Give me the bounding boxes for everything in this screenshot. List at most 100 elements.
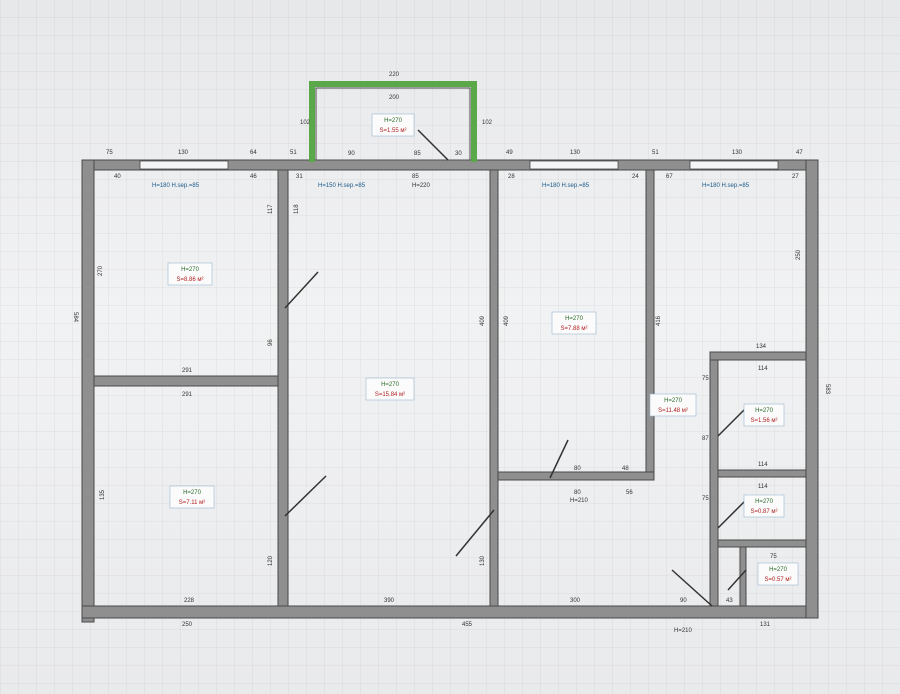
wall-living-right bbox=[489, 169, 499, 607]
dim-bath-h: 75 bbox=[702, 376, 709, 382]
dim-top-c: 64 bbox=[250, 150, 257, 156]
window-2 bbox=[529, 160, 619, 170]
wall-left-vertical bbox=[277, 169, 289, 607]
dim-inner-top-f: 24 bbox=[632, 174, 639, 180]
dim-bottom-d: 90 bbox=[680, 598, 687, 604]
wall-toilet-bottom bbox=[717, 539, 807, 548]
dim-inner-top-c: 31 bbox=[296, 174, 303, 180]
window-label-3: H=180 H.sep.=85 bbox=[542, 183, 590, 189]
door-closet bbox=[727, 569, 747, 591]
wall-room-bottom bbox=[497, 471, 655, 481]
room-label-frame bbox=[551, 311, 597, 335]
dim-balcony-right: 102 bbox=[482, 120, 493, 126]
dim-top-g: 51 bbox=[652, 150, 659, 156]
room-height: H=270 bbox=[755, 408, 774, 414]
door-top-left bbox=[284, 271, 319, 309]
room-height: H=270 bbox=[664, 398, 683, 404]
room-height: H=270 bbox=[384, 118, 403, 124]
dim-balcony-bottom-b: 85 bbox=[414, 151, 421, 157]
room-label-frame bbox=[365, 377, 415, 401]
dim-right-h: 409 bbox=[504, 315, 510, 326]
dim-bottom-total: 455 bbox=[462, 622, 473, 628]
room-label-toilet: H=270 S=0.87 м² bbox=[743, 494, 785, 518]
balcony-outline bbox=[309, 81, 477, 162]
windows bbox=[139, 160, 779, 170]
balcony-door-leaf bbox=[417, 129, 449, 161]
room-label-bathroom: H=270 S=1.56 м² bbox=[743, 403, 785, 427]
dim-inner-top-a: 40 bbox=[114, 174, 121, 180]
dim-top-d: 51 bbox=[290, 150, 297, 156]
doors bbox=[284, 271, 749, 607]
room-area: S=7.11 м² bbox=[179, 500, 206, 506]
door-label-entry: H=210 bbox=[674, 628, 693, 634]
dim-inner-top-g: 67 bbox=[666, 174, 673, 180]
dim-top-b: 130 bbox=[178, 150, 189, 156]
door-room bbox=[549, 439, 569, 479]
room-label-frame bbox=[169, 485, 215, 509]
dim-living-h: 409 bbox=[480, 315, 486, 326]
opening-labels: H=180 H.sep.=85 H=150 H.sep.=85 H=180 H.… bbox=[152, 183, 750, 634]
room-height: H=270 bbox=[181, 267, 200, 273]
wall-room-right bbox=[645, 169, 655, 481]
room-label-hallway: H=270 S=11.48 м² bbox=[649, 393, 697, 417]
door-bottom-left bbox=[284, 475, 327, 517]
dim-bottom-a: 228 bbox=[184, 598, 195, 604]
dim-vert-416: 416 bbox=[656, 315, 662, 326]
dim-balcony-top-inner: 200 bbox=[389, 95, 400, 101]
dim-toilet-w: 114 bbox=[758, 484, 768, 490]
room-label-bedroom-top-left: H=270 S=8.86 м² bbox=[167, 262, 213, 286]
dim-door-48: 48 bbox=[622, 466, 629, 472]
dim-bath-w-b: 114 bbox=[758, 462, 768, 468]
dim-balcony-bottom-c: 30 bbox=[455, 151, 462, 157]
room-label-frame bbox=[757, 562, 799, 586]
door-toilet bbox=[717, 497, 749, 529]
room-label-frame bbox=[743, 494, 785, 518]
dim-closet-w: 75 bbox=[770, 554, 777, 560]
room-area: S=0.57 м² bbox=[765, 577, 792, 583]
room-height: H=270 bbox=[381, 382, 400, 388]
room-height: H=270 bbox=[769, 567, 788, 573]
wall-outer-left bbox=[81, 159, 95, 623]
window-1 bbox=[139, 160, 229, 170]
dim-right-side-h: 250 bbox=[796, 249, 802, 260]
room-label-balcony: H=270 S=1.55 м² bbox=[371, 113, 415, 137]
door-bath bbox=[717, 405, 749, 437]
dim-bottom-right: 131 bbox=[760, 622, 771, 628]
room-label-living-room: H=270 S=15.84 м² bbox=[365, 377, 415, 401]
room-label-closet: H=270 S=0.57 м² bbox=[757, 562, 799, 586]
room-area: S=7.88 м² bbox=[561, 326, 588, 332]
dim-wall-291-b: 291 bbox=[182, 392, 193, 398]
room-area: S=8.86 м² bbox=[177, 277, 204, 283]
room-height: H=270 bbox=[183, 490, 202, 496]
window-label-4: H=180 H.sep.=85 bbox=[702, 183, 750, 189]
dim-inner-top-e: 28 bbox=[508, 174, 515, 180]
dim-vert-120: 120 bbox=[268, 555, 274, 566]
dim-wall-291-a: 291 bbox=[182, 368, 193, 374]
door-label-balcony: H=220 bbox=[412, 183, 431, 189]
dim-vert-135: 135 bbox=[100, 489, 106, 500]
dim-bath-w-a: 114 bbox=[758, 366, 768, 372]
room-label-bedroom-bottom-left: H=270 S=7.11 м² bbox=[169, 485, 215, 509]
dim-door-87: 87 bbox=[702, 436, 709, 442]
room-label-frame bbox=[649, 393, 697, 417]
wall-bath-left bbox=[709, 351, 719, 607]
dim-inner-top-d: 85 bbox=[412, 174, 419, 180]
dim-inner-top-b: 46 bbox=[250, 174, 257, 180]
dim-right-outer: 583 bbox=[824, 384, 830, 395]
window-3 bbox=[689, 160, 779, 170]
dim-left-total: 584 bbox=[72, 312, 78, 323]
room-height: H=270 bbox=[565, 316, 584, 322]
window-label-2: H=150 H.sep.=85 bbox=[318, 183, 366, 189]
dim-toilet-h: 75 bbox=[702, 496, 709, 502]
room-label-frame bbox=[743, 403, 785, 427]
dim-bottom-left: 250 bbox=[182, 622, 193, 628]
wall-outer-bottom bbox=[81, 605, 815, 619]
dim-room-w-134: 134 bbox=[756, 344, 767, 350]
dim-bottom-b: 390 bbox=[384, 598, 395, 604]
dim-bottom-c: 300 bbox=[570, 598, 581, 604]
dim-balcony-top-outer: 220 bbox=[389, 72, 400, 78]
dim-mid-a: 117 bbox=[268, 204, 274, 214]
room-height: H=270 bbox=[755, 499, 774, 505]
dim-door-56: 56 bbox=[626, 490, 633, 496]
